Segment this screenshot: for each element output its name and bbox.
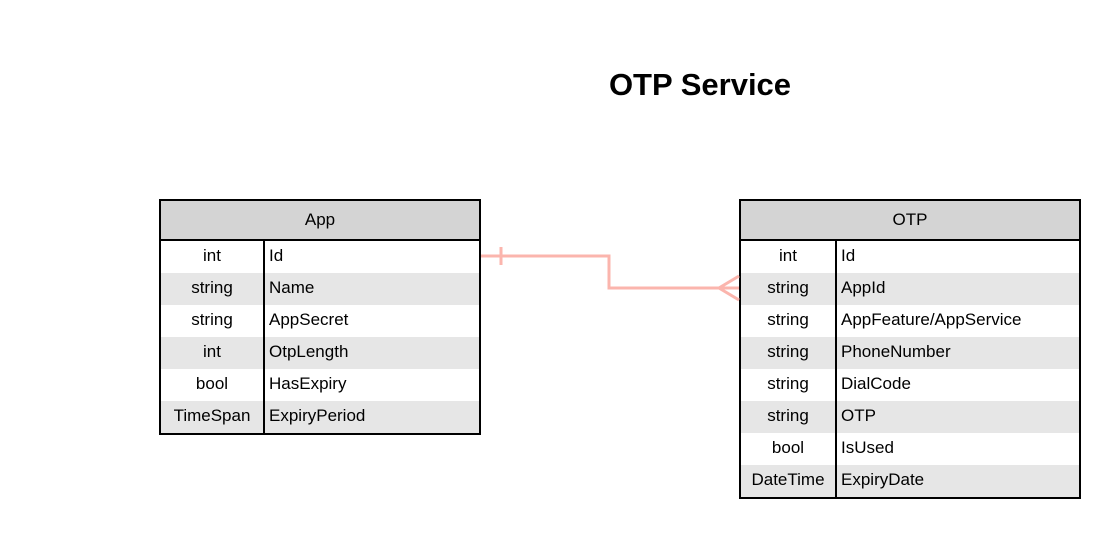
field-type: bool — [741, 433, 837, 465]
field-row: string Name — [161, 273, 479, 305]
entity-app[interactable]: App int Id string Name string AppSecret … — [159, 199, 481, 435]
field-row: string AppId — [741, 273, 1079, 305]
entity-header: App — [161, 201, 479, 241]
many-marker-icon — [716, 274, 740, 302]
field-type: bool — [161, 369, 265, 401]
field-type: string — [741, 305, 837, 337]
field-type: DateTime — [741, 465, 837, 497]
field-type: string — [161, 273, 265, 305]
field-name: OTP — [841, 406, 876, 425]
field-type: string — [741, 401, 837, 433]
relationship-line — [481, 254, 739, 290]
field-row: string AppFeature/AppService — [741, 305, 1079, 337]
field-name: AppSecret — [269, 310, 349, 329]
field-name: HasExpiry — [269, 374, 347, 393]
field-row: bool IsUsed — [741, 433, 1079, 465]
field-type: int — [161, 337, 265, 369]
field-type: string — [161, 305, 265, 337]
field-name: AppId — [841, 278, 886, 297]
entity-otp[interactable]: OTP int Id string AppId string AppFeatur… — [739, 199, 1081, 499]
field-row: TimeSpan ExpiryPeriod — [161, 401, 479, 433]
field-name: ExpiryDate — [841, 470, 925, 489]
field-name: IsUsed — [841, 438, 894, 457]
field-row: int Id — [741, 241, 1079, 273]
field-row: string DialCode — [741, 369, 1079, 401]
field-row: DateTime ExpiryDate — [741, 465, 1079, 497]
entity-header: OTP — [741, 201, 1079, 241]
field-row: string AppSecret — [161, 305, 479, 337]
field-type: int — [161, 241, 265, 273]
field-name: Name — [269, 278, 315, 297]
field-type: string — [741, 337, 837, 369]
field-name: AppFeature/AppService — [841, 310, 1022, 329]
field-name: DialCode — [841, 374, 911, 393]
field-row: string PhoneNumber — [741, 337, 1079, 369]
field-name: ExpiryPeriod — [269, 406, 366, 425]
field-name: Id — [841, 246, 856, 265]
field-name: Id — [269, 246, 284, 265]
field-type: TimeSpan — [161, 401, 265, 433]
field-row: string OTP — [741, 401, 1079, 433]
field-row: bool HasExpiry — [161, 369, 479, 401]
field-row: int Id — [161, 241, 479, 273]
field-type: string — [741, 369, 837, 401]
diagram-title: OTP Service — [608, 67, 792, 102]
field-row: int OtpLength — [161, 337, 479, 369]
field-type: int — [741, 241, 837, 273]
field-name: OtpLength — [269, 342, 349, 361]
field-name: PhoneNumber — [841, 342, 951, 361]
field-type: string — [741, 273, 837, 305]
